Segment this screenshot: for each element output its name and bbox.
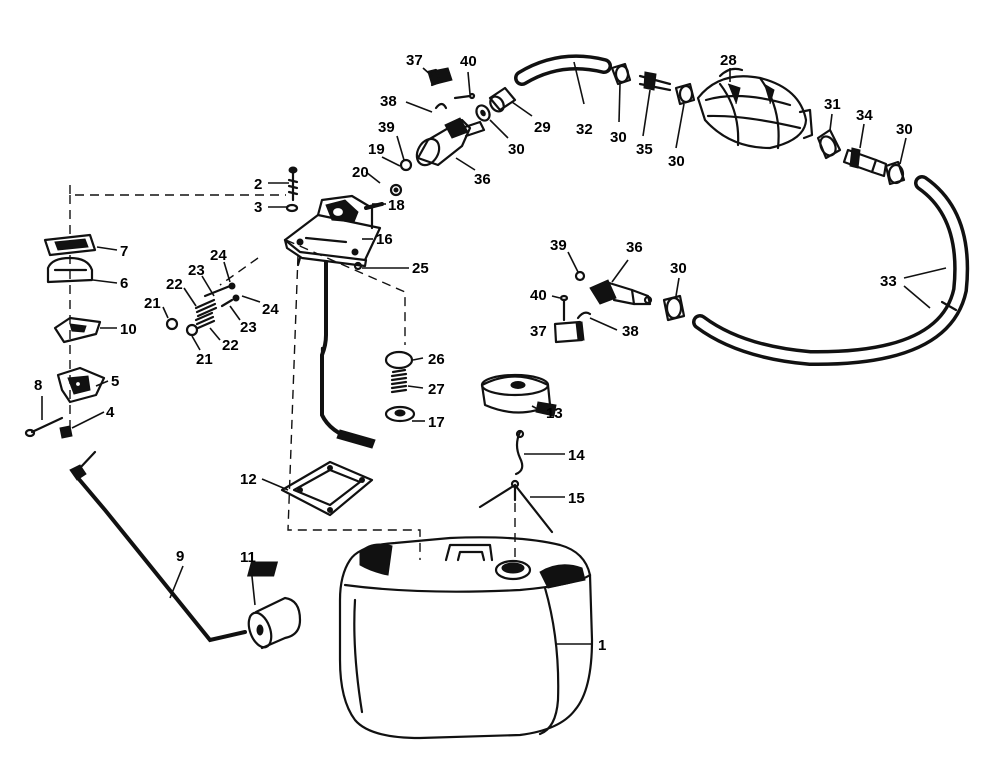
callout-8: 8 xyxy=(34,377,42,394)
callout-39-upper: 39 xyxy=(378,119,395,136)
callout-35: 35 xyxy=(636,141,653,158)
callout-5: 5 xyxy=(111,373,119,390)
callout-29: 29 xyxy=(534,119,551,136)
nut-4 xyxy=(59,425,73,439)
callout-40-upper: 40 xyxy=(460,53,477,70)
callout-1: 1 xyxy=(598,637,606,654)
gauge-cover-7 xyxy=(43,233,97,257)
callout-26: 26 xyxy=(428,351,445,368)
float xyxy=(247,596,302,650)
gauge-plate-10 xyxy=(53,316,102,344)
callout-23-top: 23 xyxy=(188,262,205,279)
screw-8 xyxy=(24,416,64,438)
callout-24-top: 24 xyxy=(210,247,227,264)
outlet-valve xyxy=(816,128,906,186)
callout-3: 3 xyxy=(254,199,262,216)
fittings-30-35 xyxy=(610,62,696,106)
hose-32 xyxy=(514,54,612,86)
callout-9: 9 xyxy=(176,548,184,565)
clamp-30e xyxy=(662,294,686,322)
small-ball xyxy=(353,261,363,271)
lower-connector xyxy=(553,270,653,344)
gauge-lens-6 xyxy=(46,256,94,284)
callout-38-lower: 38 xyxy=(622,323,639,340)
float-arm xyxy=(69,450,247,643)
leader-lines xyxy=(41,61,947,645)
callout-21-top: 21 xyxy=(144,295,161,312)
screw-and-washer xyxy=(285,166,299,213)
float-bracket-5 xyxy=(56,366,106,404)
pickup-tube xyxy=(320,260,376,449)
callout-24-bottom: 24 xyxy=(262,301,279,318)
hose-33 xyxy=(692,175,970,367)
callout-37-lower: 37 xyxy=(530,323,547,340)
callout-11: 11 xyxy=(240,549,256,566)
callout-30-middle: 30 xyxy=(610,129,627,146)
callout-32: 32 xyxy=(576,121,593,138)
callout-15: 15 xyxy=(568,490,585,507)
callout-13: 13 xyxy=(546,405,563,422)
callout-25: 25 xyxy=(412,260,429,277)
callout-18: 18 xyxy=(388,197,405,214)
callout-31: 31 xyxy=(824,96,841,113)
callout-7: 7 xyxy=(120,243,128,260)
callout-38-upper: 38 xyxy=(380,93,397,110)
callout-23-bottom: 23 xyxy=(240,319,257,336)
callout-40-lower: 40 xyxy=(530,287,547,304)
upper-connector xyxy=(389,67,486,197)
callout-27: 27 xyxy=(428,381,445,398)
valve-stack xyxy=(384,350,416,423)
assembly-lines xyxy=(69,185,516,560)
callout-12: 12 xyxy=(240,471,257,488)
cap-chain-and-clip xyxy=(478,429,554,534)
housing-gasket xyxy=(280,460,374,517)
callout-36-lower: 36 xyxy=(626,239,643,256)
callout-39-lower: 39 xyxy=(550,237,567,254)
callout-28: 28 xyxy=(720,52,737,69)
callout-2: 2 xyxy=(254,176,262,193)
callout-14: 14 xyxy=(568,447,585,464)
gauge-housing xyxy=(283,194,384,268)
callout-30-far-right: 30 xyxy=(896,121,913,138)
fuel-tank xyxy=(247,536,594,740)
callout-labels: 1 2 3 4 5 6 7 8 9 10 11 12 13 14 15 16 1… xyxy=(34,52,913,654)
callout-19: 19 xyxy=(368,141,385,158)
callout-37-upper: 37 xyxy=(406,52,423,69)
callout-33: 33 xyxy=(880,273,897,290)
callout-30-upper-left: 30 xyxy=(508,141,525,158)
primer-bulb xyxy=(696,67,814,150)
sleeve-29 xyxy=(488,86,517,113)
callout-20: 20 xyxy=(352,164,369,181)
check-valve-parts xyxy=(165,282,240,337)
callout-30-lower: 30 xyxy=(670,260,687,277)
callout-6: 6 xyxy=(120,275,128,292)
callout-30-right: 30 xyxy=(668,153,685,170)
filler-cap xyxy=(480,373,557,417)
callout-22-top: 22 xyxy=(166,276,183,293)
callout-4: 4 xyxy=(106,404,115,421)
callout-17: 17 xyxy=(428,414,445,431)
callout-21-bottom: 21 xyxy=(196,351,213,368)
clamp-30a xyxy=(475,104,491,122)
callout-36-upper: 36 xyxy=(474,171,491,188)
callout-10: 10 xyxy=(120,321,137,338)
callout-34: 34 xyxy=(856,107,873,124)
callout-16: 16 xyxy=(376,231,393,248)
callout-22-bottom: 22 xyxy=(222,337,239,354)
